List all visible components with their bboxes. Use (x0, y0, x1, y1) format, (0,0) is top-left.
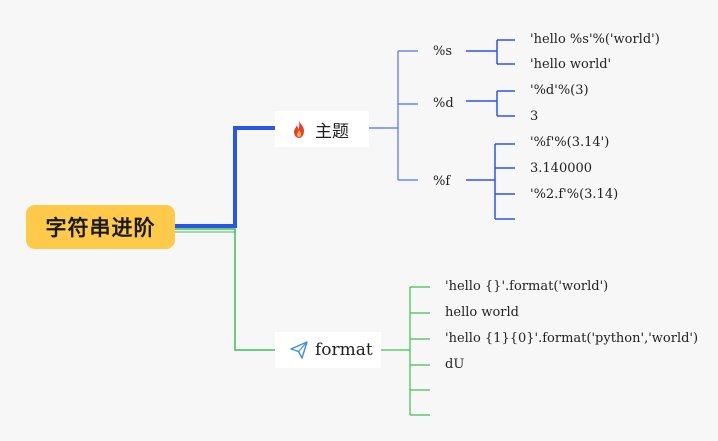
subnode-d[interactable]: %d (433, 96, 454, 112)
branch-topic[interactable]: 主题 (275, 111, 369, 147)
connector-s-leaves (466, 39, 515, 65)
leaf-f-2[interactable]: 3.140000 (530, 161, 593, 176)
root-node[interactable]: 字符串进阶 (26, 205, 175, 249)
leaf-format-2[interactable]: hello world (445, 305, 519, 320)
subnode-s-label: %s (433, 44, 453, 59)
leaf-d-1[interactable]: '%d'%(3) (530, 83, 589, 98)
subnode-d-label: %d (433, 96, 454, 111)
branch-format[interactable]: format (275, 332, 381, 368)
connector-format-leaves (381, 286, 430, 416)
branch-topic-label: 主题 (315, 121, 349, 142)
leaf-f-3[interactable]: '%2.f'%(3.14) (530, 187, 619, 202)
connector-root-topic (175, 126, 275, 228)
connector-topic-subs (369, 50, 418, 181)
root-label: 字符串进阶 (45, 216, 156, 240)
branch-format-label: format (315, 340, 373, 360)
paper-plane-icon (289, 340, 309, 360)
leaf-format-1[interactable]: 'hello {}'.format('world') (445, 279, 609, 294)
connector-d-leaves (466, 90, 515, 117)
fire-icon (289, 119, 309, 139)
leaf-format-4[interactable]: dU (445, 357, 465, 372)
leaf-s-1[interactable]: 'hello %s'%('world') (530, 32, 660, 47)
subnode-f-label: %f (433, 174, 451, 189)
connector-root-format (175, 228, 275, 351)
leaf-format-3[interactable]: 'hello {1}{0}'.format('python','world') (445, 331, 699, 346)
connector-f-leaves (466, 143, 515, 220)
leaf-d-2[interactable]: 3 (530, 109, 539, 124)
subnode-s[interactable]: %s (433, 44, 452, 60)
leaf-s-2[interactable]: 'hello world' (530, 57, 612, 72)
leaf-f-1[interactable]: '%f'%(3.14') (530, 135, 610, 150)
subnode-f[interactable]: %f (433, 174, 450, 190)
